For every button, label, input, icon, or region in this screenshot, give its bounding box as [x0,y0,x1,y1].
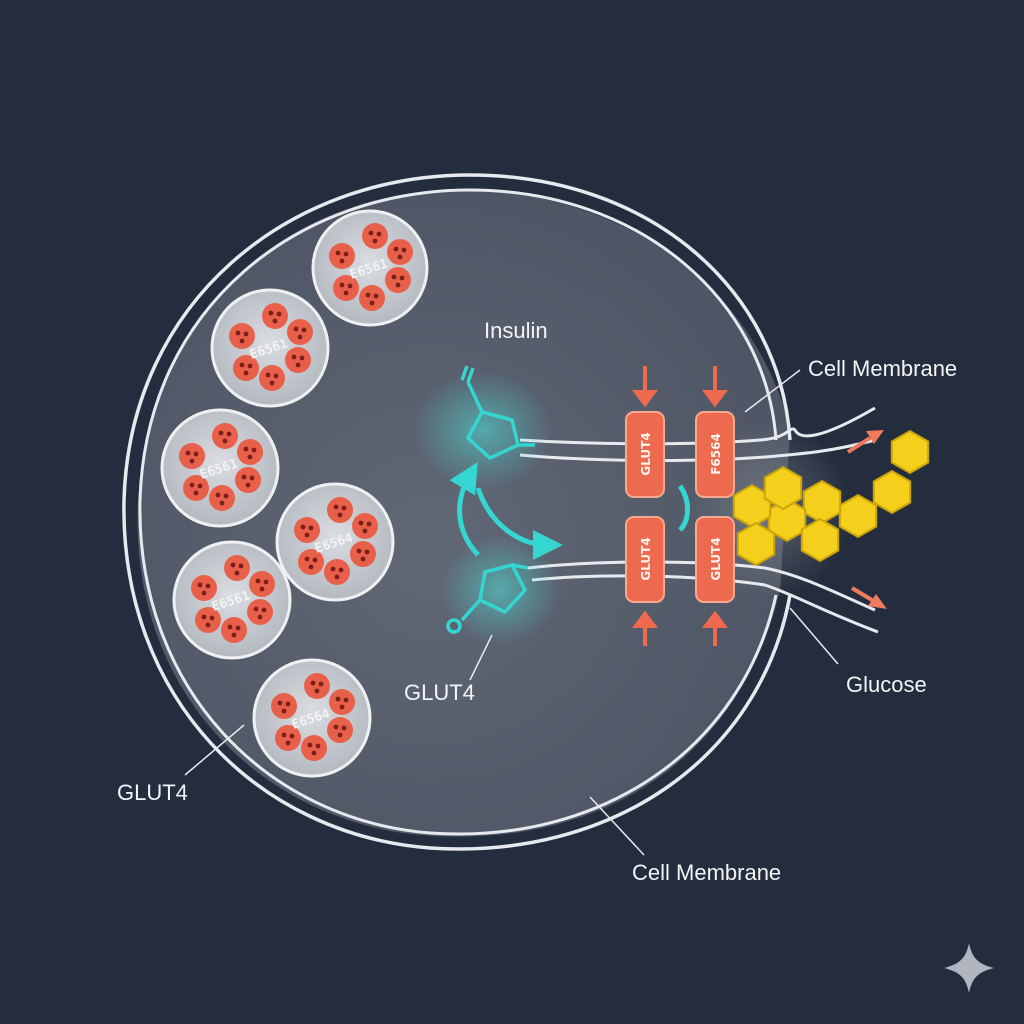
leader-glut4-center [469,634,493,681]
label-cell-membrane-top: Cell Membrane [808,356,957,381]
vesicle: E6564 [252,658,372,778]
vesicle-glut4-cluster [362,223,388,249]
transporters: GLUT4 F6564 GLUT4 GLUT4 [625,411,735,603]
vesicle: E6561 [172,540,292,660]
vesicle-glut4-cluster [327,717,353,743]
vesicle-glut4-cluster [259,365,285,391]
vesicle-glut4-cluster [247,599,273,625]
vesicle-glut4-cluster [287,319,313,345]
vesicle-glut4-cluster [387,239,413,265]
sparkle-icon [944,943,994,993]
insulin-molecule-top [460,365,535,461]
svg-text:GLUT4: GLUT4 [639,537,653,580]
vesicle-glut4-cluster [333,275,359,301]
glucose-hexagon [763,465,803,511]
vesicle-glut4-cluster [249,571,275,597]
svg-text:GLUT4: GLUT4 [709,537,723,580]
label-insulin: Insulin [484,318,548,343]
leader-cell-membrane-bottom [589,796,645,856]
vesicle-glut4-cluster [329,243,355,269]
vesicle-glut4-cluster [385,267,411,293]
label-cell-membrane-bottom: Cell Membrane [632,860,781,885]
vesicle-glut4-cluster [183,475,209,501]
vesicle-glut4-cluster [301,735,327,761]
vesicle-glut4-cluster [275,725,301,751]
leader-lines [184,369,839,856]
vesicle-glut4-cluster [329,689,355,715]
vesicle: E6564 [275,482,395,602]
label-glut4-center: GLUT4 [404,680,475,705]
vesicle-glut4-cluster [209,485,235,511]
vesicle-glut4-cluster [224,555,250,581]
vesicle-glut4-cluster [191,575,217,601]
inflow-arrows [632,366,728,646]
vesicle: E6561 [160,408,280,528]
vesicle-glut4-cluster [294,517,320,543]
vesicle-glut4-cluster [327,497,353,523]
vesicle-glut4-cluster [235,467,261,493]
vesicle-glut4-cluster [229,323,255,349]
translocation-arrows [449,462,690,560]
vesicle-glut4-cluster [298,549,324,575]
leader-glucose [789,607,839,665]
vesicle-glut4-cluster [271,693,297,719]
vesicle-glut4-cluster [195,607,221,633]
insulin-molecule-bottom [446,562,529,634]
vesicle-glut4-cluster [324,559,350,585]
glucose-hexagon [890,429,930,475]
label-glut4-left: GLUT4 [117,780,188,805]
glucose-hexagon [872,469,912,515]
vesicle-glut4-cluster [262,303,288,329]
vesicle-glut4-cluster [233,355,259,381]
insulin-molecules [413,365,690,645]
vesicle-glut4-cluster [212,423,238,449]
vesicle: E6561 [311,209,429,327]
membrane-channel [519,406,879,634]
vesicle-glut4-cluster [350,541,376,567]
vesicle-glut4-cluster [304,673,330,699]
transporter-top-right: F6564 [695,411,735,498]
glucose-molecules [732,429,930,567]
vesicle-glut4-cluster [237,439,263,465]
vesicle-glut4-cluster [221,617,247,643]
glucose-hexagon [838,493,878,539]
glucose-hexagon [736,521,776,567]
glucose-hexagon [802,479,842,525]
vesicle: E6561 [210,288,330,408]
transporter-bottom-left: GLUT4 [625,516,665,603]
cell-membrane-inner [138,188,778,836]
label-glucose: Glucose [846,672,927,697]
transporter-bottom-right: GLUT4 [695,516,735,603]
outflow-arrows [846,430,887,609]
leader-glut4-left [184,724,245,776]
labels: Insulin Cell Membrane GLUT4 Glucose GLUT… [117,318,957,885]
cell-membrane-outer [122,173,792,851]
vesicle-glut4-cluster [352,513,378,539]
transporter-top-left: GLUT4 [625,411,665,498]
glucose-hexagon [800,517,840,563]
svg-text:F6564: F6564 [709,433,723,475]
leader-cell-membrane-top [744,369,801,413]
vesicle-glut4-cluster [285,347,311,373]
vesicle-glut4-cluster [359,285,385,311]
vesicle-glut4-cluster [179,443,205,469]
svg-text:GLUT4: GLUT4 [639,432,653,475]
